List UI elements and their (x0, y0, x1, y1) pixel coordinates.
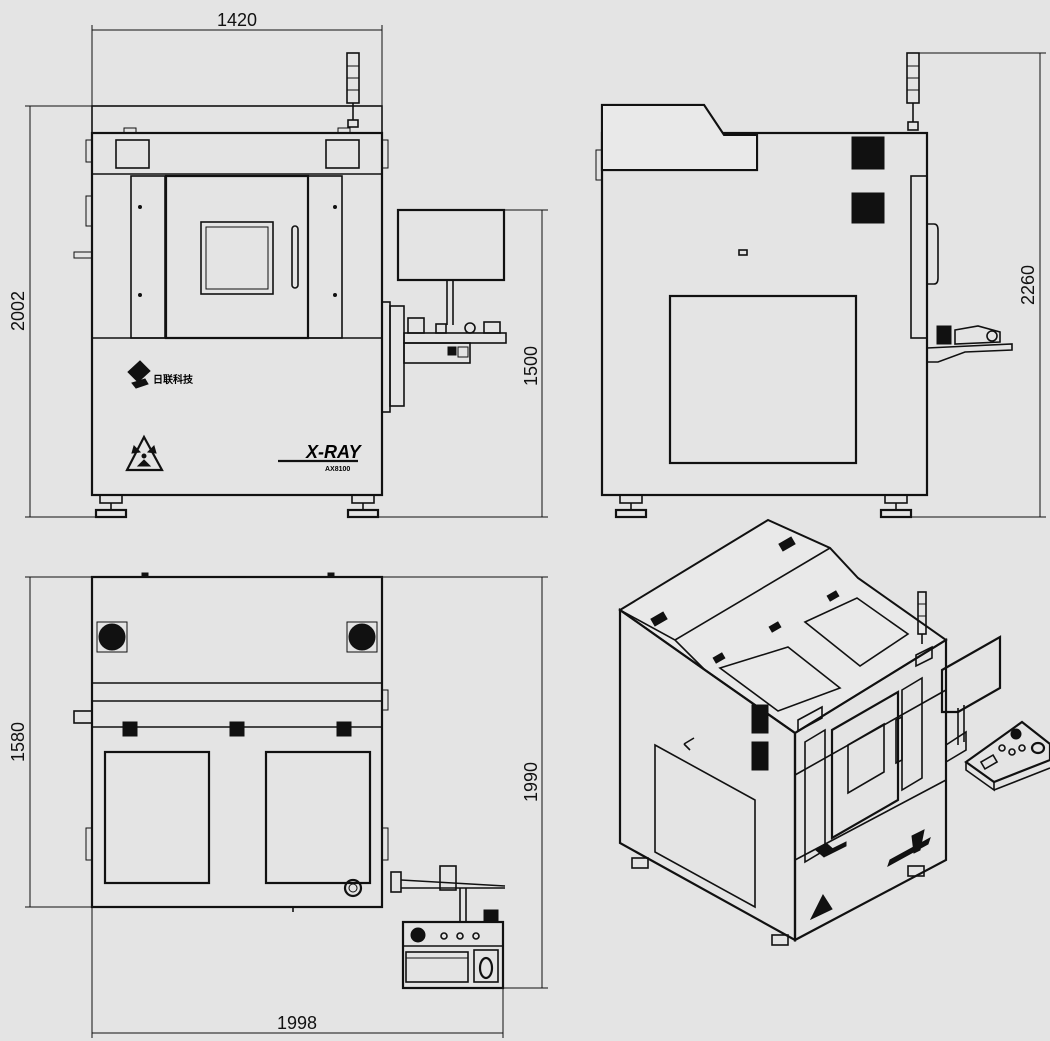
front-product-text: X-RAY (305, 442, 363, 462)
dim-side-height: 2260 (1018, 265, 1038, 305)
dim-top-depth-total: 1990 (521, 762, 541, 802)
dim-top-depth: 1580 (8, 722, 28, 762)
dim-monitor-height: 1500 (521, 346, 541, 386)
fan-right-icon (346, 621, 378, 653)
iso-warning-icon (809, 893, 833, 921)
isometric-view (618, 518, 1050, 946)
dim-front-width: 1420 (217, 10, 257, 30)
front-model-text: AX8100 (325, 466, 350, 473)
top-view (73, 572, 506, 990)
radiation-warning-icon (125, 434, 164, 472)
front-brand-text: 日联科技 (153, 373, 194, 386)
front-logo-icon (127, 360, 151, 389)
dim-front-height: 2002 (8, 291, 28, 331)
dim-top-width-total: 1998 (277, 1013, 317, 1033)
fan-left-icon (96, 621, 128, 653)
dimension-lines (25, 25, 1046, 1038)
side-view (595, 52, 1013, 519)
iso-logo-icon (815, 841, 847, 858)
front-view: 日联科技 X-RAY AX8100 (73, 52, 507, 519)
